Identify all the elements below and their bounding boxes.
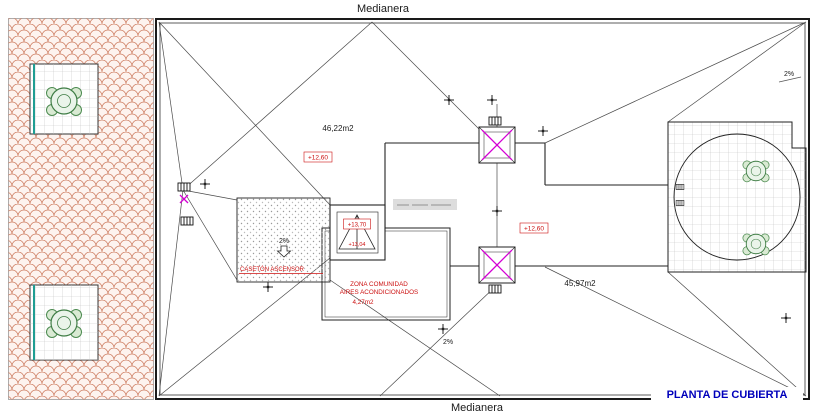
- vent-grate-icon: [675, 184, 685, 190]
- caseton-slope-label: 2%: [279, 238, 289, 245]
- vent-grate-icon: [177, 182, 191, 192]
- level-right: +12,60: [519, 222, 549, 234]
- drain-cross-icon: [491, 205, 503, 217]
- rooflight-top: [478, 126, 516, 164]
- table-with-chairs-icon: [45, 308, 83, 339]
- table-with-chairs-icon: [45, 86, 83, 117]
- caseton-ascensor: 2% CASETÓN ASCENSOR: [236, 197, 331, 283]
- level-right-label: +12,60: [524, 226, 544, 233]
- vent-grate-icon: [675, 200, 685, 206]
- drain-cross-icon: [486, 94, 498, 106]
- magenta-x-icon: [481, 129, 513, 161]
- skylight-level-label: +13,70: [348, 223, 367, 229]
- terrace-right: [667, 121, 807, 273]
- plan-title-label: PLANTA DE CUBIERTA: [667, 389, 788, 401]
- tiled-area: [667, 121, 807, 273]
- drain-cross-icon: [537, 125, 549, 137]
- terrace-top-left: [29, 63, 99, 135]
- level-box: [343, 218, 371, 230]
- ac-zone-label-2: AIRES ACONDICIONADOS: [340, 289, 418, 296]
- slope-tick: [778, 76, 802, 83]
- vent-grate-icon: [488, 116, 502, 126]
- drain-cross-icon: [443, 94, 455, 106]
- magenta-x-icon: [179, 194, 189, 204]
- medianera-top-label: Medianera: [357, 3, 410, 15]
- circular-terrace-outline: [673, 133, 801, 261]
- drain-cross-icon: [780, 312, 792, 324]
- plan-title: PLANTA DE CUBIERTA: [651, 387, 803, 401]
- parapet-walls: [384, 142, 668, 267]
- drain-cross-icon: [262, 281, 274, 293]
- level-left: +12,60: [303, 151, 333, 163]
- drain-cross-icon: [199, 178, 211, 190]
- area-right-label: 45,97m2: [564, 279, 596, 288]
- table-with-chairs-icon: [742, 160, 770, 183]
- level-left-label: +12,60: [308, 155, 328, 162]
- roof-drains: [177, 94, 792, 335]
- watermark-logo: [393, 199, 457, 210]
- ac-zone-area-label: 4,27m2: [352, 299, 374, 306]
- medianera-bottom-label: Medianera: [451, 402, 504, 414]
- slope-top-right-label: 2%: [784, 71, 794, 78]
- skylight-base-level-label: +13,04: [349, 242, 366, 248]
- area-left-label: 46,22m2: [322, 124, 354, 133]
- vent-grate-icon: [488, 284, 502, 294]
- left-neighbour-strip: [8, 18, 154, 400]
- slope-bottom-label: 2%: [443, 339, 453, 346]
- outer-wall: [155, 18, 810, 400]
- down-arrow-icon: [276, 245, 292, 258]
- elevator-skylight: +13,70 +13,04: [329, 204, 386, 261]
- rooflight-bottom: [478, 246, 516, 284]
- terrace-bottom-left: [29, 284, 99, 361]
- vent-grate-icon: [180, 216, 194, 226]
- caseton-label: CASETÓN ASCENSOR: [240, 266, 305, 273]
- table-with-chairs-icon: [742, 233, 770, 256]
- roof-slope-lines: [158, 21, 807, 397]
- ac-zone-label-1: ZONA COMUNIDAD: [350, 281, 408, 288]
- magenta-x-icon: [481, 249, 513, 281]
